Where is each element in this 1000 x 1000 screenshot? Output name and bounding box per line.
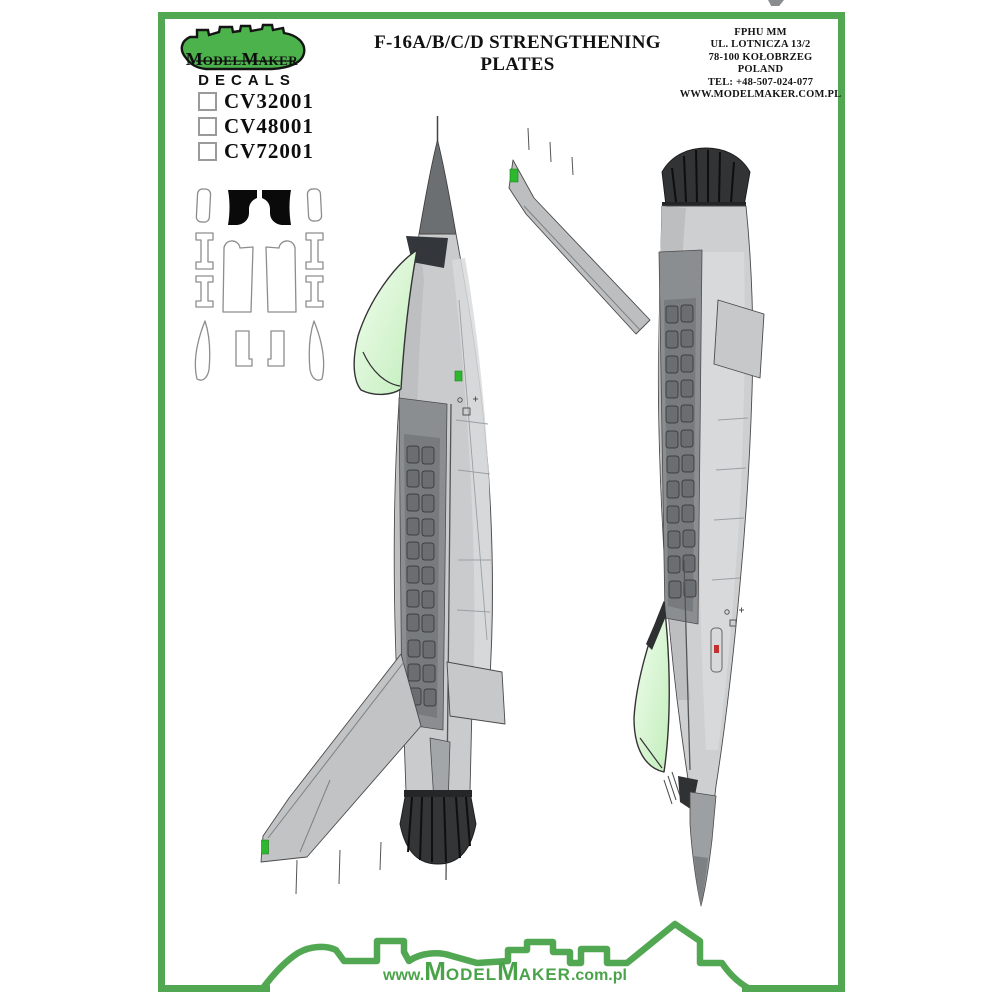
spine-strengthening-plates: [658, 249, 703, 625]
logo-wordmark: MODELMAKER: [180, 50, 304, 69]
spine-strengthening-plates: [398, 397, 448, 731]
rudder-line: [299, 779, 331, 853]
tail-antennas: [295, 841, 382, 895]
url-letters: AKER: [518, 965, 571, 984]
url-suffix: .com.pl: [570, 967, 627, 984]
product-code-label: CV48001: [224, 114, 314, 138]
canopy-frame: [646, 602, 666, 650]
product-code-label: CV72001: [224, 139, 314, 163]
logo-letters: ODEL: [202, 53, 242, 68]
fuselage-formation-light: [454, 370, 463, 382]
mask-large-panel: [222, 240, 254, 313]
url-prefix: www.: [383, 967, 425, 984]
product-code-row: CV32001: [198, 89, 378, 114]
beacon-red-light: [714, 645, 719, 653]
nose-hatching: [663, 771, 681, 805]
canopy-glass: [353, 249, 418, 396]
tail-antennas: [527, 127, 574, 176]
tail-leading-edge: [267, 661, 405, 839]
panel-lines: [711, 417, 749, 581]
logo-letter: M: [241, 49, 259, 69]
cockpit-interior: [406, 236, 448, 268]
mask-black-hook: [228, 190, 257, 225]
frame-bottom-gap: [270, 981, 742, 995]
mask-pad: [306, 188, 323, 222]
product-code-row: CV48001: [198, 114, 378, 139]
skyline-outline: [259, 920, 752, 992]
f16-profiles-artwork: [260, 116, 765, 907]
leading-edge-line: [683, 559, 691, 771]
product-checkbox-cv48001[interactable]: [198, 117, 217, 136]
horizontal-stabilizer: [713, 299, 765, 379]
panel-lines: [455, 299, 491, 641]
tail-leading-edge: [523, 205, 641, 331]
vertical-tail: [260, 653, 422, 863]
contact-block: FPHU MM UL. LOTNICZA 13/2 78-100 KOŁOBRZ…: [678, 27, 843, 101]
engine-nozzle: [661, 147, 751, 208]
url-letter: M: [497, 956, 519, 986]
radome: [418, 139, 457, 235]
mask-large-panel: [265, 240, 297, 313]
mask-tab: [235, 330, 253, 367]
contact-line: FPHU MM: [734, 27, 787, 38]
tail-nav-light: [261, 839, 269, 855]
mask-ibeam: [195, 275, 214, 308]
vertical-tail: [508, 159, 651, 335]
logo-decals-text: DECALS: [198, 72, 296, 89]
f16-left-profile: [260, 116, 506, 895]
engine-nozzle: [399, 790, 477, 865]
mask-blade: [194, 320, 211, 381]
stencil-marks: [724, 607, 744, 627]
tail-nav-light: [509, 168, 519, 183]
fuselage-highlight: [452, 258, 491, 700]
logo-castle-blob: [180, 23, 306, 71]
stencil-marks: [457, 396, 478, 416]
horizontal-stabilizer: [446, 661, 506, 725]
mask-ibeam: [305, 232, 324, 270]
logo-letters: AKER: [258, 53, 299, 68]
url-letters: ODEL: [445, 965, 498, 984]
contact-line: WWW.MODELMAKER.COM.PL: [679, 89, 842, 101]
product-checkbox-cv32001[interactable]: [198, 92, 217, 111]
mask-shapes-diagram: [194, 188, 325, 381]
contact-line: UL. LOTNICZA 13/2: [710, 39, 811, 51]
contact-line: 78-100 KOŁOBRZEG: [708, 51, 813, 63]
mask-tab: [267, 330, 285, 367]
product-code-label: CV32001: [224, 89, 314, 113]
page-cut-mark: [768, 0, 784, 6]
footer-website-url: www.MODELMAKER.com.pl: [300, 954, 710, 993]
f16-right-profile: [508, 127, 765, 907]
product-code-list: CV32001 CV48001 CV72001: [198, 89, 378, 164]
footer-skyline-logo: [259, 920, 752, 992]
product-checkbox-cv72001[interactable]: [198, 142, 217, 161]
product-code-row: CV72001: [198, 139, 378, 164]
mask-pad: [195, 188, 212, 223]
page-title: F-16A/B/C/D STRENGTHENING PLATES: [374, 32, 661, 75]
modelmaker-logo: MODELMAKER DECALS: [166, 20, 318, 92]
mask-ibeam: [195, 232, 214, 270]
modelmaker-logo-shape: [180, 23, 306, 71]
pylon-outline: [710, 627, 723, 673]
canopy-bow-frame: [362, 351, 401, 387]
mask-black-hook: [262, 190, 291, 225]
url-letter: M: [424, 956, 446, 986]
windscreen-bow: [639, 737, 663, 769]
contact-line: POLAND: [737, 64, 784, 76]
radome-tip: [694, 856, 708, 906]
mask-blade: [308, 320, 325, 381]
canopy-glass: [633, 601, 670, 773]
fuselage-highlight: [699, 252, 745, 750]
mask-ibeam: [305, 275, 324, 308]
logo-letter: M: [185, 49, 203, 69]
contact-line: TEL: +48-507-024-077: [707, 76, 814, 88]
